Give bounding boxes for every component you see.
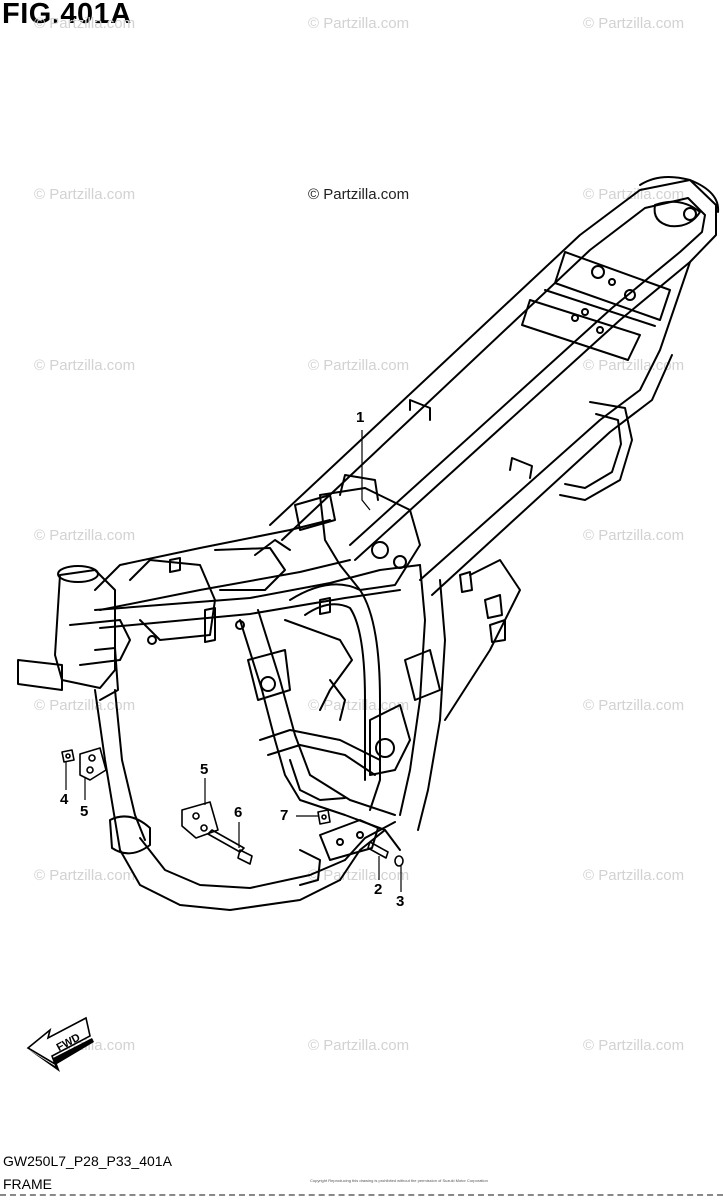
watermark: © Partzilla.com [308, 357, 410, 374]
bolt-part-6 [207, 829, 253, 865]
callout-2: 2 [374, 881, 383, 898]
seat-rail-lower [419, 261, 691, 596]
watermark: © Partzilla.com [583, 1037, 685, 1054]
engine-mount-bracket [247, 619, 441, 801]
rail-bracket [409, 399, 533, 479]
watermark: © Partzilla.com [34, 697, 136, 714]
figure-code: GW250L7_P28_P33_401A [3, 1153, 172, 1169]
watermark: © Partzilla.com [583, 527, 685, 544]
watermark: © Partzilla.com [34, 527, 136, 544]
watermark: © Partzilla.com [308, 15, 410, 32]
fwd-arrow-icon: FWD [26, 1016, 94, 1072]
callout-3: 3 [396, 893, 405, 910]
main-top-tube [94, 519, 421, 629]
watermark: © Partzilla.com [583, 15, 685, 32]
leader-line-1 [361, 430, 371, 511]
watermark: © Partzilla.com [583, 697, 685, 714]
callout-6: 6 [234, 804, 243, 821]
watermark: © Partzilla.com [308, 867, 410, 884]
callout-5b: 5 [200, 761, 209, 778]
cradle-loop [289, 559, 521, 831]
plate-part-5a [79, 747, 107, 781]
washer-part-3 [394, 855, 404, 867]
callout-7: 7 [280, 807, 289, 824]
down-tube-front [94, 689, 346, 911]
callout-1: 1 [356, 409, 365, 426]
bottom-divider [0, 1194, 723, 1196]
neck-gusset [129, 539, 291, 645]
tail-loop [559, 175, 720, 501]
figure-title: FIG.401A [2, 0, 132, 30]
watermark: © Partzilla.com [583, 867, 685, 884]
watermark: © Partzilla.com [308, 1037, 410, 1054]
bolt-part-2 [367, 841, 389, 859]
lower-bracket [299, 819, 379, 886]
nut-part-4 [61, 749, 75, 763]
side-bracket [169, 557, 506, 643]
watermark: © Partzilla.com [34, 357, 136, 374]
seat-rail-upper [269, 179, 717, 561]
seat-cross-plate [521, 200, 701, 361]
center-plate [294, 474, 421, 591]
callout-4: 4 [60, 791, 69, 808]
copyright-note: Copyright Reproducing this drawing is pr… [310, 1178, 488, 1183]
watermark: © Partzilla.com [34, 186, 136, 203]
watermark: © Partzilla.com [308, 697, 410, 714]
watermark-main: © Partzilla.com [308, 186, 410, 203]
watermark: © Partzilla.com [583, 357, 685, 374]
watermark: © Partzilla.com [34, 15, 136, 32]
callout-5a: 5 [80, 803, 89, 820]
figure-name: FRAME [3, 1176, 52, 1192]
watermark: © Partzilla.com [34, 867, 136, 884]
headstock [17, 565, 131, 701]
nut-part-7 [317, 809, 331, 825]
plate-part-5b [181, 801, 219, 839]
